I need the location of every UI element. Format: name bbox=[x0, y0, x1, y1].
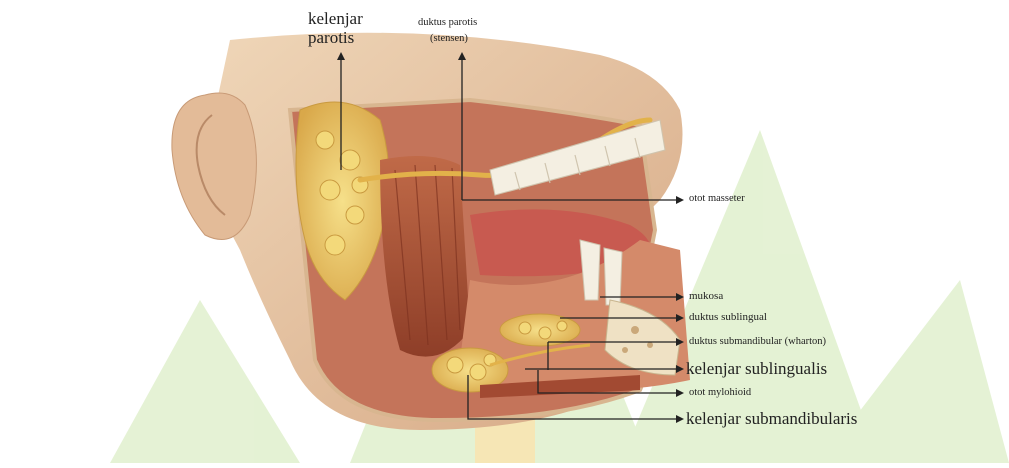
label-mukosa: mukosa bbox=[689, 291, 723, 302]
label-kelenjar-sublingualis: kelenjar sublingualis bbox=[686, 360, 827, 377]
label-kelenjar-parotis-line2: parotis bbox=[308, 29, 354, 46]
label-duktus-submandibular: duktus submandibular (wharton) bbox=[689, 337, 826, 348]
label-kelenjar-submandibularis: kelenjar submandibularis bbox=[686, 410, 857, 427]
label-duktus-parotis-line1: duktus parotis bbox=[418, 18, 477, 29]
label-duktus-sublingual: duktus sublingual bbox=[689, 312, 767, 323]
label-kelenjar-parotis-line1: kelenjar bbox=[308, 10, 363, 27]
label-otot-masseter: otot masseter bbox=[689, 194, 745, 205]
sublingual-gland bbox=[500, 314, 580, 346]
label-otot-mylohioid: otot mylohioid bbox=[689, 388, 751, 399]
label-duktus-parotis-line2: (stensen) bbox=[430, 34, 468, 45]
